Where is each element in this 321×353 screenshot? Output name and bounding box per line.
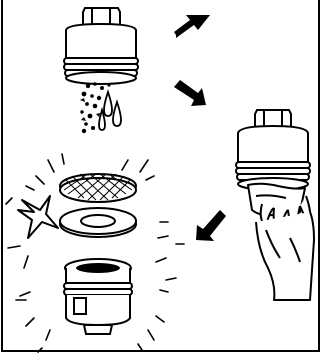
arrow-icon-step-3 [196, 210, 226, 241]
arrow-icon-step-2 [174, 80, 206, 106]
sparkle-star-icon [18, 196, 58, 238]
hand-with-cloth-icon [248, 184, 314, 300]
aerator-being-wiped-icon [236, 110, 310, 190]
arrow-icon-step-1 [174, 15, 210, 38]
water-drops-icon [99, 92, 121, 130]
washer-icon [60, 208, 136, 237]
aerator-with-debris-icon [64, 8, 138, 84]
exploded-view-icon [60, 174, 136, 202]
housing-opening-icon [76, 263, 120, 273]
